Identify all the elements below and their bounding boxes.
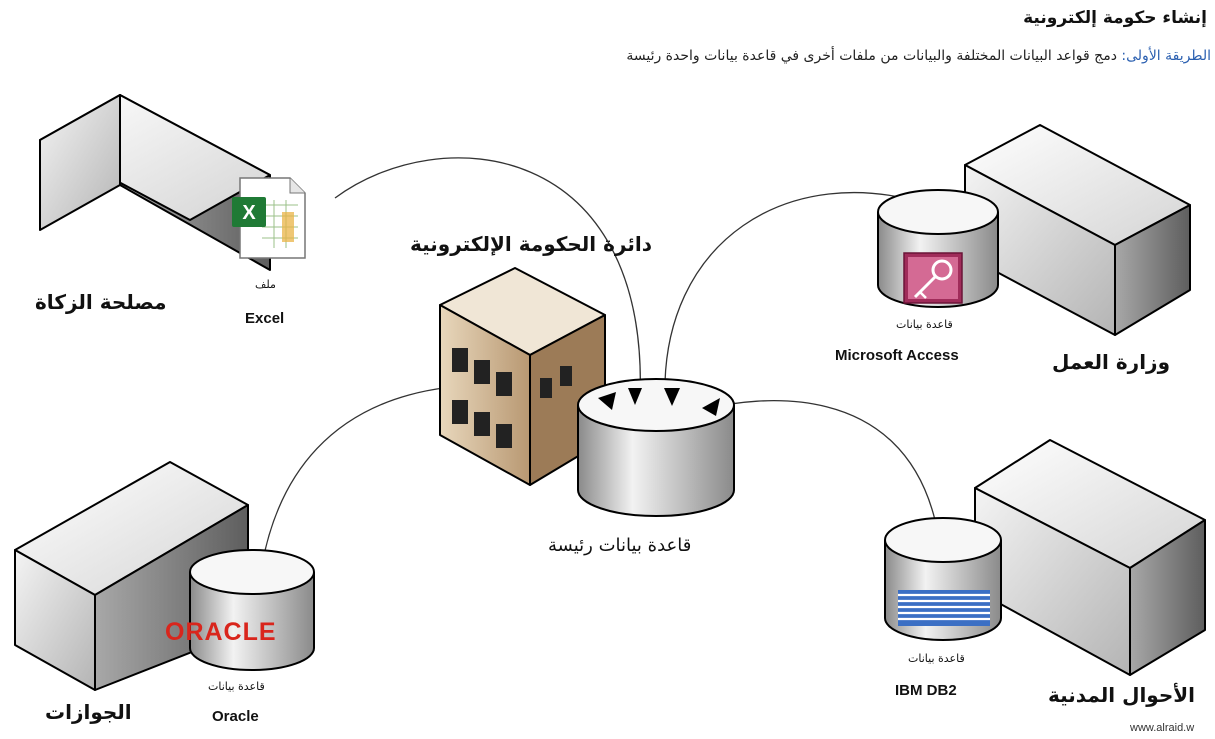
footer-url: www.alraid.w (1130, 722, 1195, 734)
passports-caption: قاعدة بيانات (208, 680, 265, 693)
agency-label-passports: الجوازات (45, 700, 132, 724)
central-building-icon (439, 267, 606, 486)
svg-text:X: X (242, 202, 256, 224)
connection-civil (698, 400, 936, 521)
civil-system-name: IBM DB2 (895, 682, 957, 699)
center-title: دائرة الحكومة الإلكترونية (410, 232, 652, 256)
agency-label-zakat: مصلحة الزكاة (35, 290, 167, 314)
connection-labor (659, 191, 931, 402)
server-box-civil (974, 439, 1206, 676)
agency-label-labor: وزارة العمل (1052, 350, 1170, 374)
agency-label-civil: الأحوال المدنية (1048, 683, 1196, 707)
page-title: إنشاء حكومة إلكترونية (1023, 8, 1207, 28)
ibm-logo (898, 590, 990, 626)
access-key-icon (903, 252, 963, 304)
page-subtitle: الطريقة الأولى: دمج قواعد البيانات المخت… (626, 48, 1211, 64)
inbound-arrowheads (598, 388, 720, 416)
connection-zakat (334, 157, 646, 402)
central-db-caption: قاعدة بيانات رئيسة (548, 535, 692, 556)
central-database-cylinder (577, 378, 735, 517)
subtitle-highlight: الطريقة الأولى: (1121, 48, 1211, 64)
oracle-logo: ORACLE (165, 618, 277, 646)
excel-icon: X (232, 177, 306, 259)
oracle-database-cylinder (189, 549, 315, 671)
subtitle-text: دمج قواعد البيانات المختلفة والبيانات من… (626, 48, 1117, 64)
labor-caption: قاعدة بيانات (896, 318, 953, 331)
zakat-system-name: Excel (245, 310, 285, 327)
zakat-caption: ملف (255, 278, 276, 291)
server-box-passports (14, 461, 249, 691)
civil-caption: قاعدة بيانات (908, 652, 965, 665)
passports-system-name: Oracle (212, 708, 259, 725)
labor-system-name: Microsoft Access (835, 347, 959, 364)
server-box-labor (964, 124, 1191, 336)
